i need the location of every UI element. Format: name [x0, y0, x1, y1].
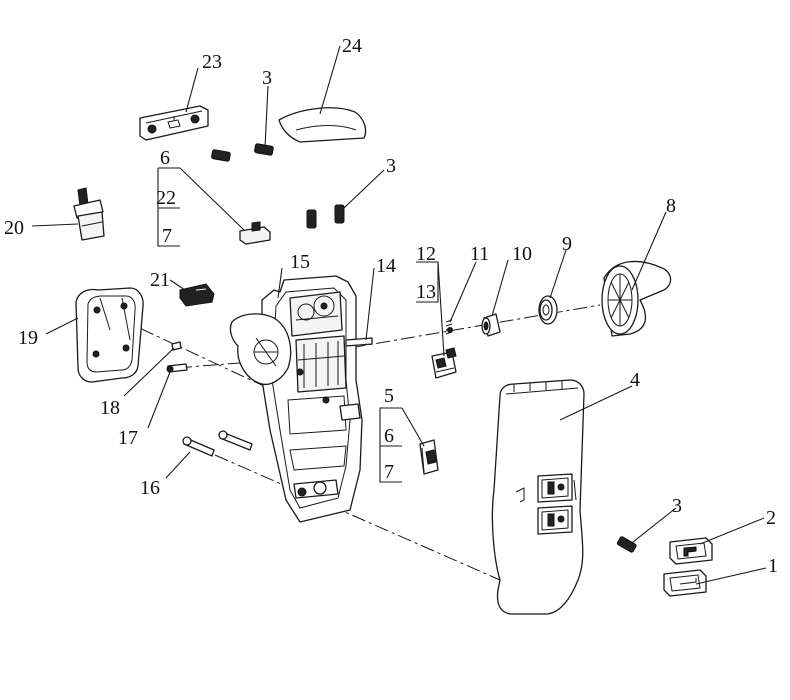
part-3-set-screw-lower [616, 536, 637, 553]
part-19-back-plate [75, 287, 144, 383]
part-14-shaft [345, 337, 373, 347]
callout-6: 6 [384, 425, 394, 447]
part-23-mounting-plate [139, 105, 209, 141]
part-16-long-screws [182, 430, 253, 457]
part-2-cover-plate [669, 537, 713, 565]
part-4-front-panel [491, 379, 585, 615]
callout-8: 8 [666, 195, 676, 217]
callout-7: 7 [384, 461, 394, 483]
callout-17: 17 [118, 427, 138, 449]
callout-7: 7 [162, 225, 172, 247]
callout-16: 16 [140, 477, 160, 499]
callout-4: 4 [630, 369, 640, 391]
callout-3: 3 [386, 155, 396, 177]
callout-15: 15 [290, 251, 310, 273]
part-9-ring-nut [538, 295, 558, 325]
callout-14: 14 [376, 255, 396, 277]
callout-3: 3 [262, 67, 272, 89]
callout-12: 12 [416, 243, 436, 265]
callout-11: 11 [470, 243, 489, 265]
callout-5: 5 [384, 385, 394, 407]
part-24-cover [278, 107, 367, 143]
callout-23: 23 [202, 51, 222, 73]
callout-1: 1 [768, 555, 778, 577]
part-20-key-switch [73, 187, 105, 241]
callout-2: 2 [766, 507, 776, 529]
callout-19: 19 [18, 327, 38, 349]
part-8-wheel-knob [601, 260, 672, 337]
part-17-screw [166, 363, 188, 373]
part-15-main-housing [229, 275, 363, 523]
part-21-button [179, 283, 215, 307]
callout-9: 9 [562, 233, 572, 255]
callout-24: 24 [342, 35, 362, 57]
part-11-spring [445, 319, 453, 335]
part-10-bushing [481, 313, 501, 337]
callout-13: 13 [416, 281, 436, 303]
callout-22: 22 [156, 187, 176, 209]
part-12-13-switch-block [431, 347, 457, 379]
leader-lines [31, 45, 767, 585]
callout-10: 10 [512, 243, 532, 265]
callout-3: 3 [672, 495, 682, 517]
callout-21: 21 [150, 269, 170, 291]
part-18-screw [171, 341, 182, 351]
callout-6: 6 [160, 147, 170, 169]
part-5-terminal-clip [419, 439, 439, 475]
part-1-cover-plate [663, 569, 707, 597]
callout-18: 18 [100, 397, 120, 419]
part-6-clip-upper [239, 221, 271, 245]
part-3-set-screws-upper [211, 143, 345, 229]
callout-labels: 23 3 24 3 6 22 7 20 21 15 14 12 13 11 10… [4, 35, 778, 577]
callout-20: 20 [4, 217, 24, 239]
